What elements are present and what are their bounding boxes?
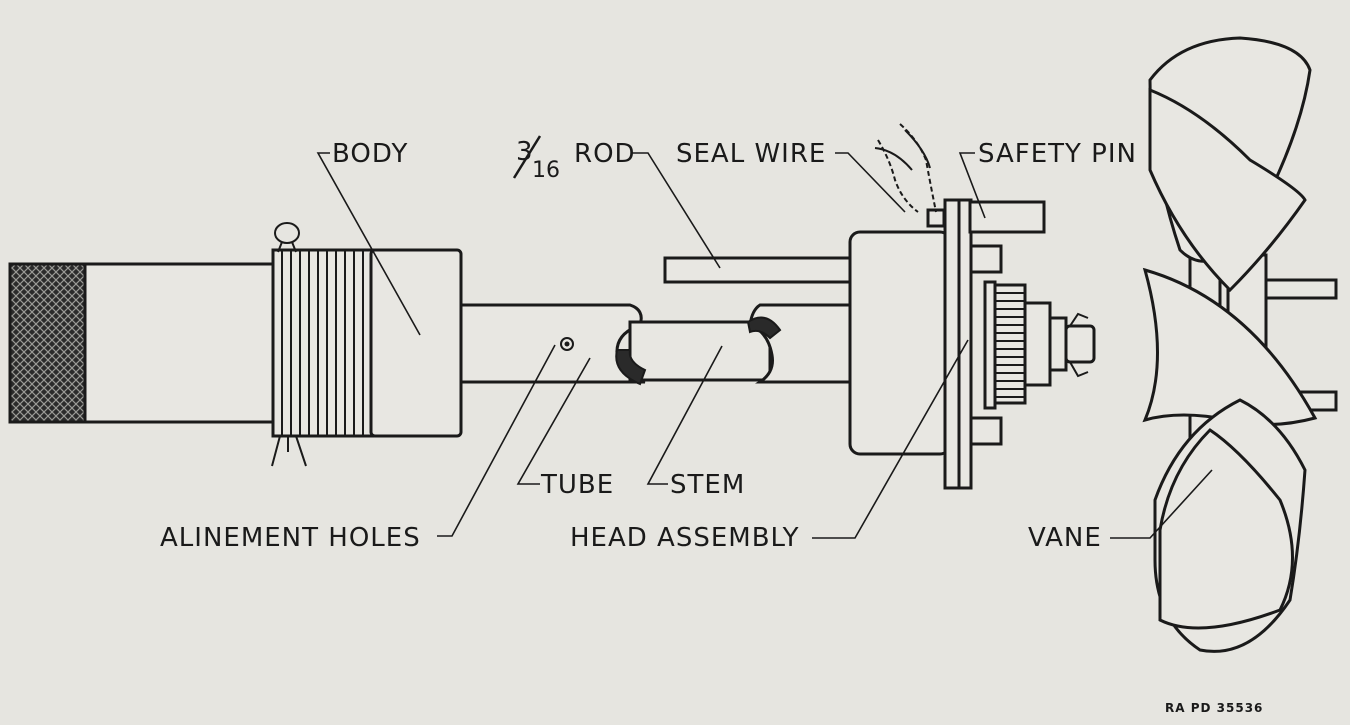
- leader-head-assembly: [812, 339, 969, 539]
- stem-part: [615, 303, 852, 386]
- head-assembly-part: [848, 198, 1096, 490]
- seal-wire-part: [874, 123, 937, 213]
- leader-body: [316, 152, 421, 336]
- label-seal-wire: SEAL WIRE: [676, 139, 826, 169]
- leader-vane: [1110, 469, 1213, 539]
- alinement-hole-1: [560, 337, 574, 351]
- rod-part: [663, 256, 857, 284]
- label-tube: TUBE: [540, 470, 614, 500]
- label-alinement-holes: ALINEMENT HOLES: [160, 523, 421, 553]
- tube-part: [459, 303, 646, 384]
- leader-lines: [316, 152, 1213, 539]
- label-stem: STEM: [670, 470, 745, 500]
- body-cylinder: [83, 262, 277, 424]
- label-rod-fraction: 3 16: [512, 135, 560, 183]
- leader-rod: [632, 152, 721, 269]
- leader-alinement-holes: [437, 344, 556, 537]
- knurled-cap: [8, 262, 87, 424]
- leader-stem: [646, 345, 723, 485]
- label-body: BODY: [332, 139, 408, 169]
- label-rod: ROD: [574, 139, 636, 169]
- leader-seal-wire: [835, 152, 906, 213]
- leader-safety-pin: [958, 152, 986, 219]
- label-vane: VANE: [1028, 523, 1102, 553]
- leader-tube: [516, 357, 591, 485]
- vane-part: [1142, 36, 1338, 653]
- head-threads: [993, 283, 1027, 405]
- safety-pin-part: [926, 200, 1046, 234]
- rod-fraction-denominator: 16: [532, 158, 560, 183]
- label-head-assembly: HEAD ASSEMBLY: [570, 523, 799, 553]
- body-threads: [271, 248, 375, 438]
- rod-fraction-numerator: 3: [516, 137, 533, 167]
- cotter-ring: [271, 222, 307, 467]
- caption: RA PD 35536: [1165, 701, 1263, 715]
- body-collar: [369, 248, 463, 438]
- label-safety-pin: SAFETY PIN: [978, 139, 1137, 169]
- body-part: [8, 222, 463, 467]
